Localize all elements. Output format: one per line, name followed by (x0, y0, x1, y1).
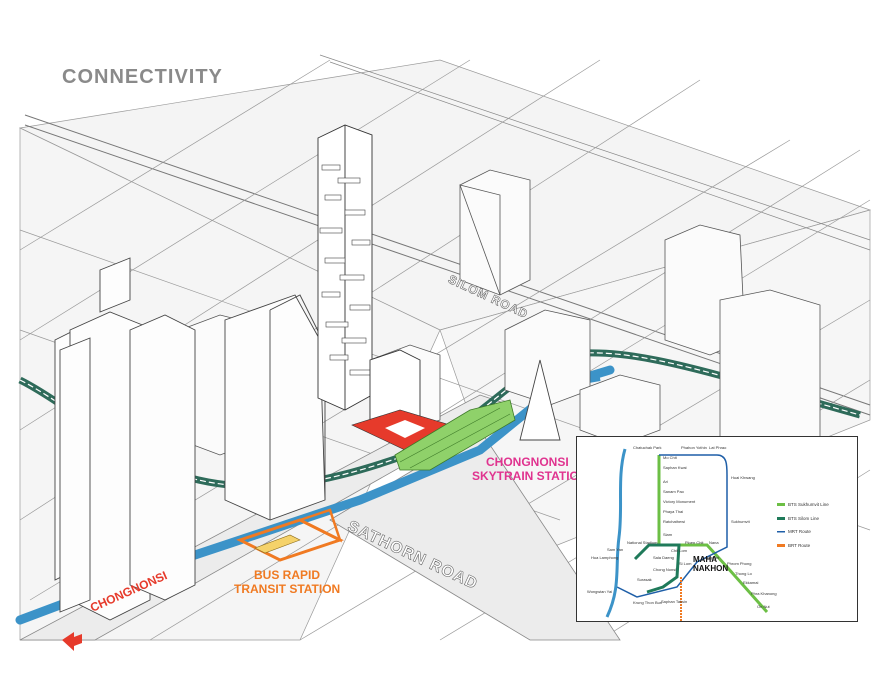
station-phahon-yothin: Phahon Yothin (681, 445, 707, 450)
station-mo-chit: Mo Chit (663, 455, 677, 460)
legend-label: BRT Route (788, 543, 811, 548)
left-tower-cluster (54, 257, 196, 621)
station-national-stadium: National Stadium (627, 540, 658, 545)
station-ari: Ari (663, 479, 668, 484)
legend-brt: BRT Route (788, 543, 810, 548)
legend-label: BTS Sukhumvit Line (788, 502, 829, 507)
station-siam: Siam (663, 532, 673, 537)
triangular-tower (519, 359, 561, 441)
bts-sukhumvit-line (657, 455, 769, 613)
station-sam-yan: Sam Yan (607, 547, 624, 552)
station-ratchathewi: Ratchathewi (663, 519, 686, 524)
legend-bts-silom: BTS Silom Line (788, 516, 819, 521)
station-hua-lamphong: Hua Lamphong (591, 555, 619, 560)
podium-void (385, 420, 425, 438)
station-ekkamai: Ekkamai (743, 580, 759, 585)
legend-mrt: MRT Route (788, 529, 811, 534)
transit-map-lines (605, 448, 785, 621)
brt-station-label: BUS RAPID TRANSIT STATION (234, 568, 340, 596)
station-huai-khwang: Huai Khwang (731, 475, 755, 480)
station-ploen-chit: Ploen Chit (685, 540, 704, 545)
station-victory-monument: Victory Monument (663, 499, 696, 504)
station-si-lom: Si Lom (679, 561, 692, 566)
chongnonsi-arrow (62, 632, 82, 651)
skytrain-station-label: CHONGNONSI SKYTRAIN STATION (472, 455, 588, 483)
skytrain-station (394, 399, 516, 471)
station-sanam-pao: Sanam Pao (663, 489, 684, 494)
mrt-line (616, 454, 728, 598)
station-phaya-thai: Phaya Thai (663, 509, 684, 514)
brt-label-line1: BUS RAPID (254, 568, 321, 582)
station-phrom-phong: Phrom Phong (727, 561, 752, 566)
brt-station (236, 508, 344, 562)
mahanakhon-label-line2: NAKHON (693, 564, 729, 573)
station-phra-khanong: Phra Khanong (751, 591, 777, 596)
page-title: CONNECTIVITY (62, 66, 223, 88)
station-surasak: Surasak (637, 577, 652, 582)
station-saphan-taksin: Saphan Taksin (661, 599, 688, 604)
station-wongwian-yai: Wongwian Yai (587, 589, 613, 594)
bts-silom-line (633, 543, 681, 594)
skytrain-label-line2: SKYTRAIN STATION (472, 469, 588, 483)
legend-bts-sukhumvit: BTS Sukhumvit Line (788, 502, 829, 507)
station-thong-lo: Thong Lo (735, 571, 752, 576)
station-nana: Nana (709, 540, 719, 545)
station-lat-phrao: Lat Phrao (709, 445, 727, 450)
legend-label: BTS Silom Line (788, 516, 820, 521)
transit-map: Mo Chit Saphan Kwai Ari Sanam Pao Victor… (576, 436, 858, 622)
canal-line (605, 448, 627, 618)
curved-tower (224, 294, 326, 521)
station-krung-thon-buri: Krung Thon Buri (633, 600, 663, 605)
station-sala-daeng: Sala Daeng (653, 555, 674, 560)
station-on-nut: On Nut (757, 604, 770, 609)
brt-label-line2: TRANSIT STATION (234, 582, 341, 596)
station-saphan-kwai: Saphan Kwai (663, 465, 687, 470)
station-chong-nonsi: Chong Nonsi (653, 567, 677, 572)
mahanakhon-map-marker: MAHA NAKHON (693, 555, 728, 573)
station-lumphini: Lumphini (703, 555, 720, 560)
mahanakhon-label-line1: MAHA (693, 555, 717, 564)
station-sukhumvit: Sukhumvit (731, 519, 750, 524)
station-chit-lom: Chit Lom (671, 548, 688, 553)
station-chatuchak-park: Chatuchak Park (633, 445, 662, 450)
mahanakhon-tower (317, 124, 421, 431)
skytrain-label-line1: CHONGNONSI (486, 455, 569, 469)
legend-label: MRT Route (788, 529, 811, 534)
